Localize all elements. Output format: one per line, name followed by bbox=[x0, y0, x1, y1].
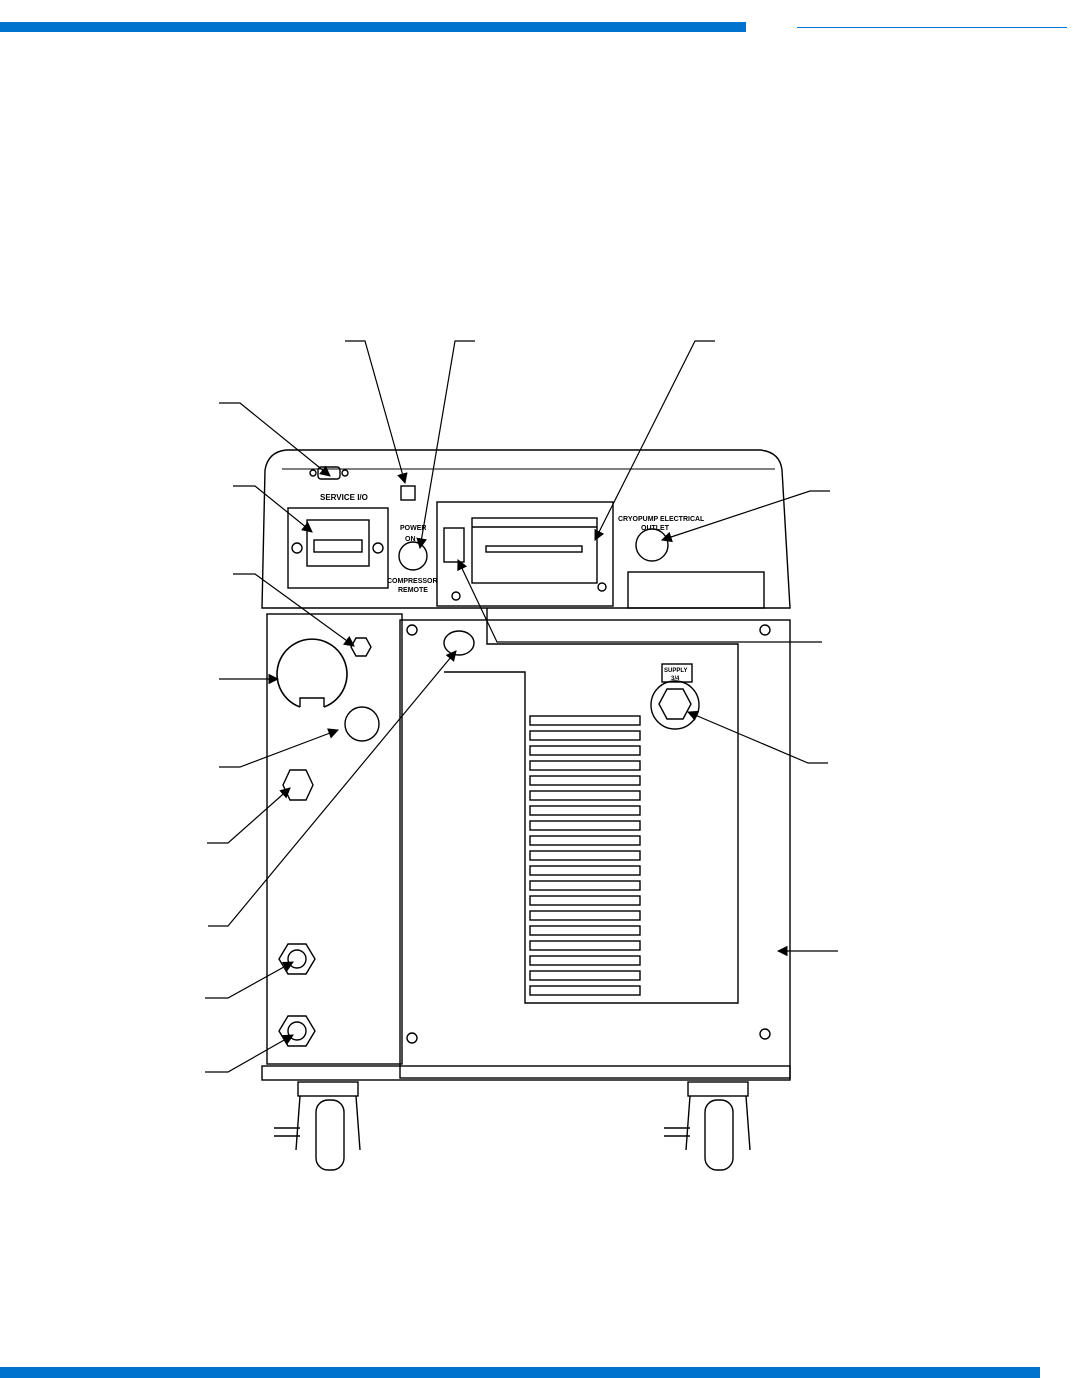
vent-grille bbox=[529, 715, 641, 996]
rear-access-panel bbox=[399, 619, 791, 1079]
power-label: POWER bbox=[400, 525, 426, 532]
outlet-cover-plate bbox=[627, 571, 765, 609]
header-accent-bar bbox=[0, 22, 746, 32]
service-io-label: SERVICE I/O bbox=[320, 493, 368, 502]
callout-cable-gland bbox=[219, 728, 340, 768]
caster-right bbox=[664, 1081, 751, 1171]
remote-label: REMOTE bbox=[398, 587, 428, 594]
cryopump-outlet-label-1: CRYOPUMP ELECTRICAL bbox=[618, 516, 705, 523]
fuse-holder bbox=[350, 637, 372, 657]
callout-compressor-remote bbox=[416, 340, 475, 550]
supply-tag-label-2: 3/4 bbox=[671, 676, 680, 682]
helium-port bbox=[443, 630, 475, 656]
power-on-lamp bbox=[400, 485, 416, 501]
cable-gland bbox=[344, 706, 380, 742]
callout-supply-fitting bbox=[687, 710, 828, 764]
base-frame bbox=[261, 1065, 791, 1081]
supply-fitting-tag bbox=[661, 663, 693, 683]
water-outlet-fitting bbox=[278, 1015, 316, 1047]
callout-indicator bbox=[457, 559, 822, 643]
on-label: ON bbox=[405, 536, 416, 543]
callout-cryopump-outlet bbox=[660, 490, 830, 543]
cryopump-electrical-outlet bbox=[635, 528, 669, 562]
cryopump-outlet-label-2: OUTLET bbox=[641, 525, 670, 532]
callout-water-inlet bbox=[205, 961, 294, 999]
caster-left bbox=[274, 1081, 361, 1171]
callout-pressure-fitting bbox=[207, 787, 291, 844]
panel-cutout bbox=[444, 608, 739, 1004]
left-lower-panel bbox=[266, 613, 403, 1065]
callout-power-lamp bbox=[345, 340, 408, 485]
compressor-remote-connector bbox=[398, 541, 428, 571]
breaker-plate-left bbox=[287, 507, 389, 589]
compressor-label: COMPRESSOR bbox=[387, 578, 438, 585]
supply-fitting bbox=[658, 688, 692, 720]
callout-fuse-holder bbox=[233, 573, 355, 647]
power-inlet-connector bbox=[276, 638, 348, 708]
callout-service-io bbox=[219, 402, 331, 477]
callout-helium-port bbox=[208, 650, 457, 927]
supply-tag-label-1: SUPPLY bbox=[664, 668, 687, 674]
water-inlet-fitting bbox=[278, 943, 316, 975]
breaker-switch-left bbox=[306, 519, 370, 567]
callout-main-breaker bbox=[594, 340, 715, 541]
header-rule bbox=[797, 27, 1067, 28]
callout-breaker-left bbox=[233, 485, 313, 533]
breaker-indicator-window bbox=[443, 527, 465, 563]
control-panel-housing bbox=[261, 449, 791, 609]
callout-water-outlet bbox=[205, 1034, 294, 1073]
breaker-plate-main bbox=[436, 501, 614, 607]
supply-fitting-flange bbox=[650, 680, 700, 730]
main-breaker-switch bbox=[471, 517, 598, 584]
pressure-fitting-upper bbox=[282, 769, 314, 801]
footer-accent-bar bbox=[0, 1367, 1040, 1378]
